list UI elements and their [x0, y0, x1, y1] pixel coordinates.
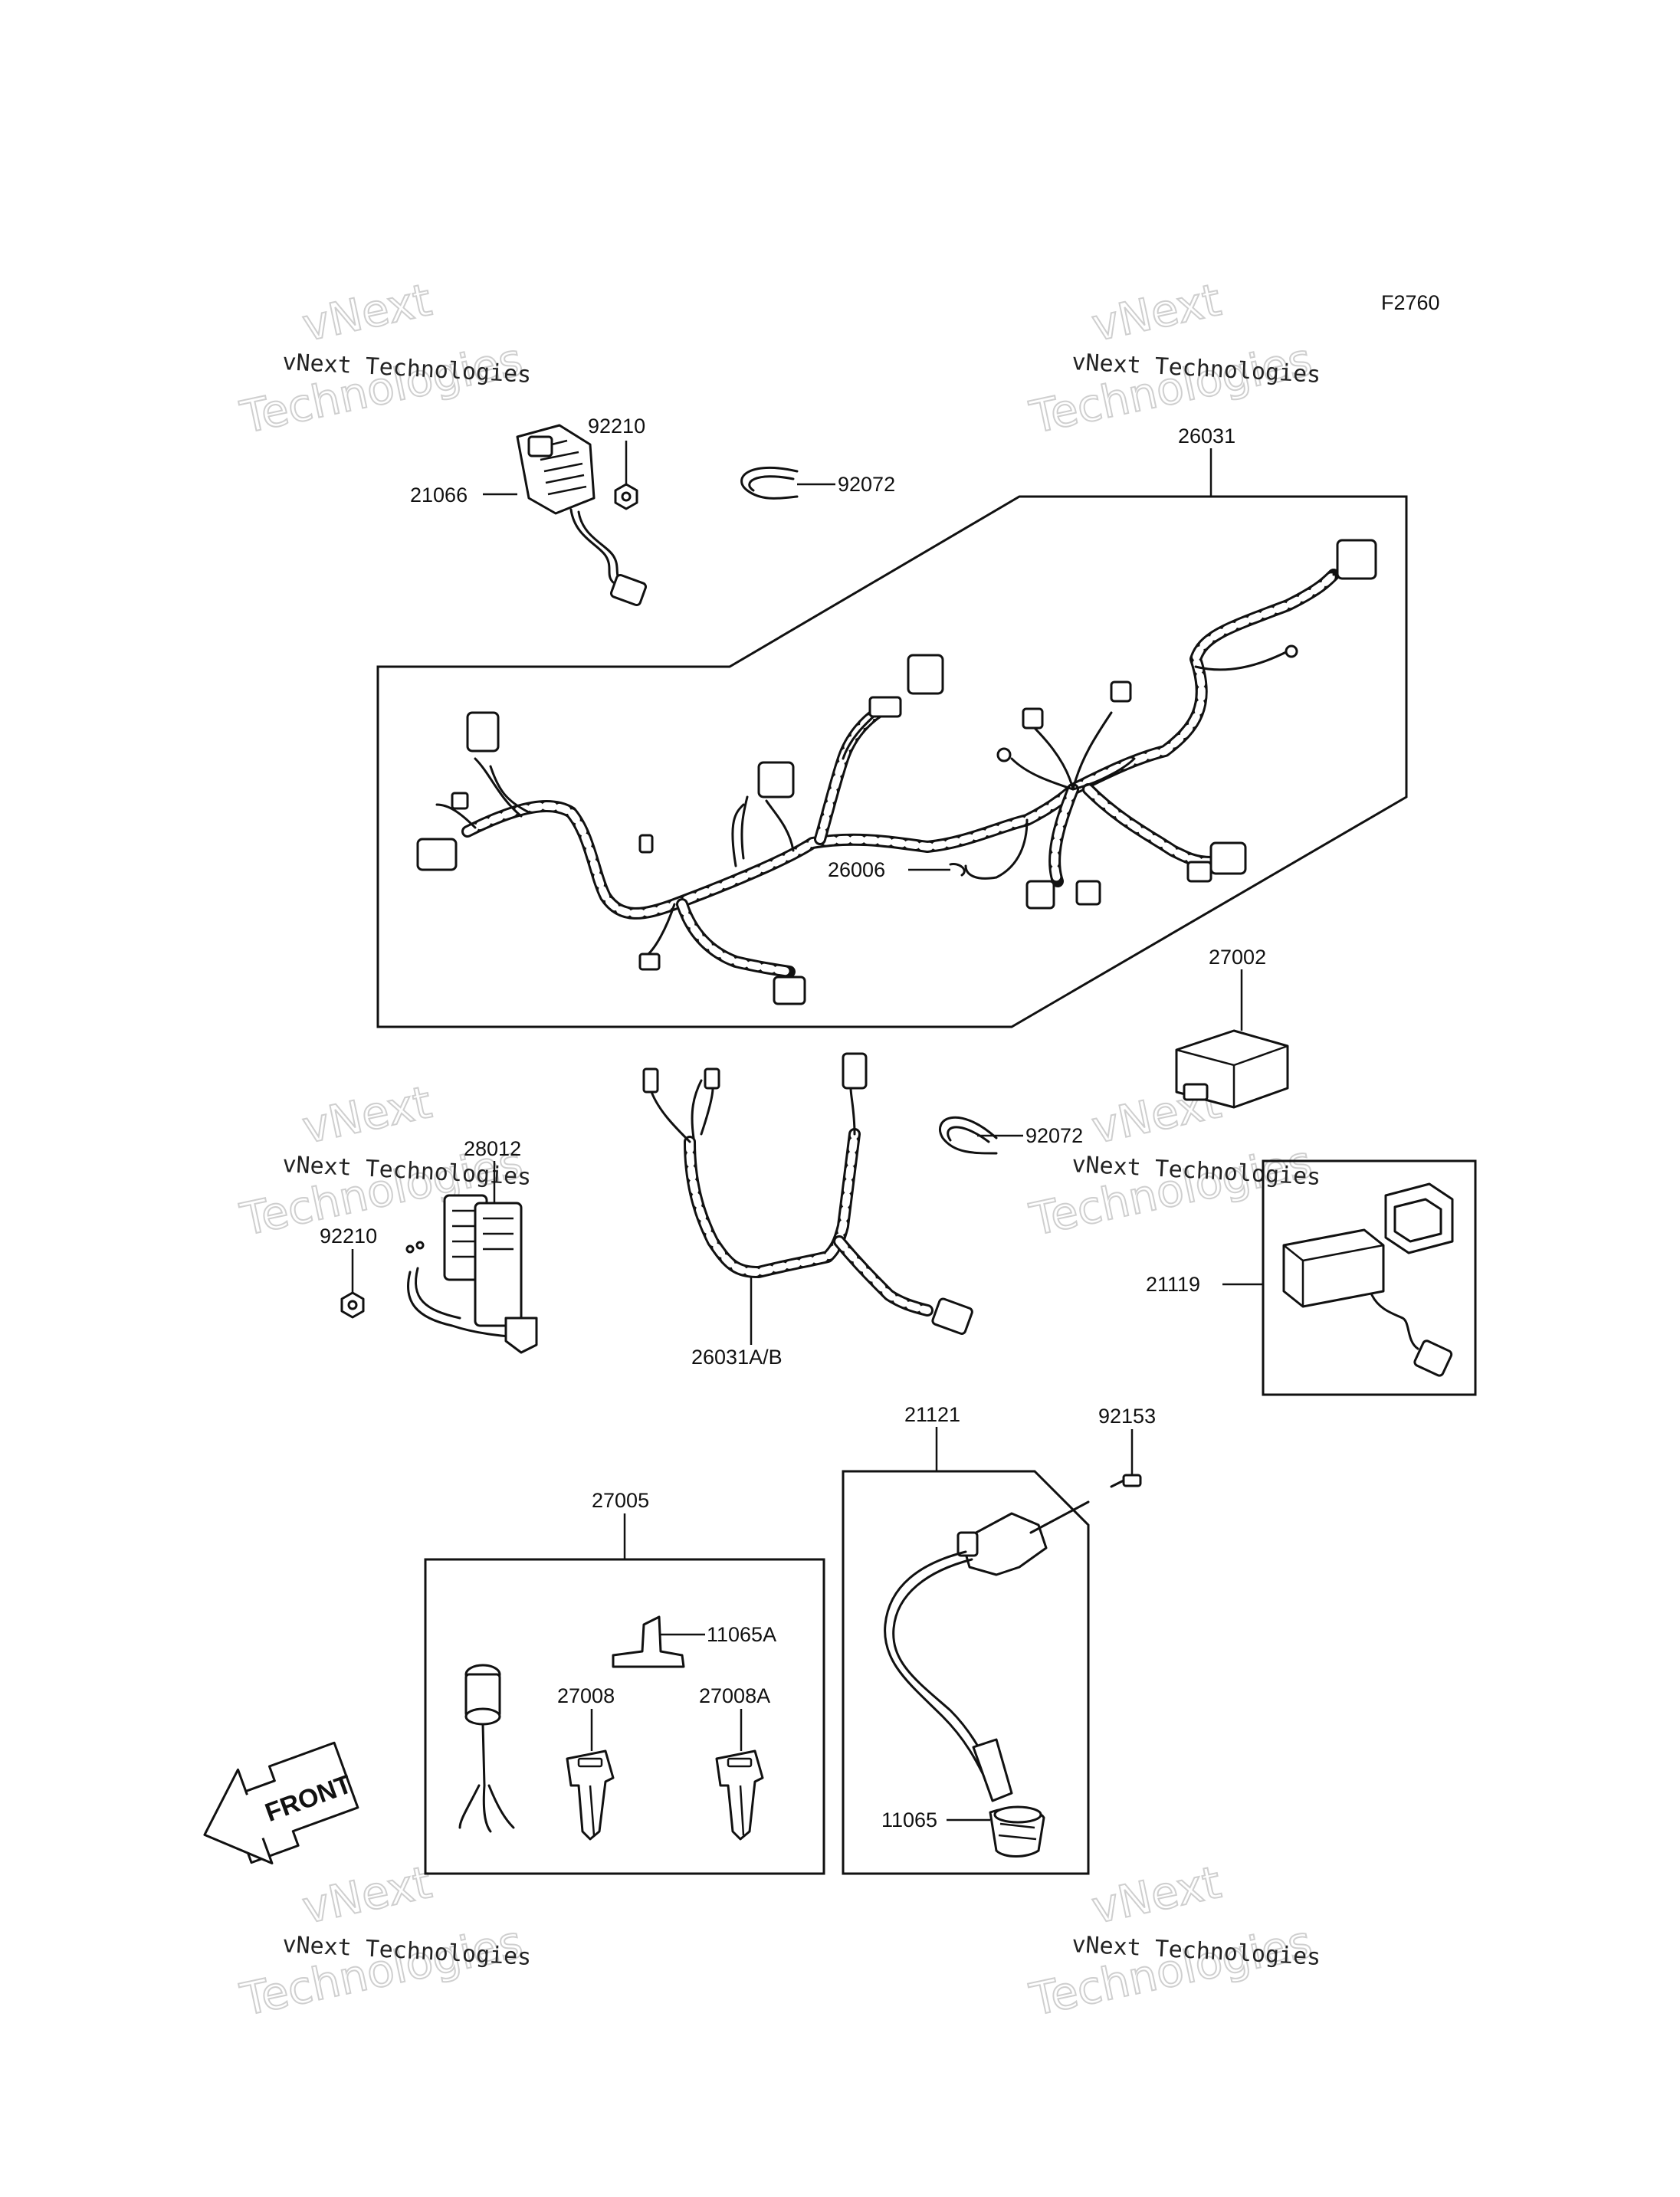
connector-h [1336, 539, 1377, 580]
connector-d [773, 976, 806, 1005]
connector-e [907, 654, 944, 695]
box-21119 [1262, 1159, 1477, 1396]
label-27008: 27008 [557, 1684, 615, 1707]
label-92210-top: 92210 [588, 415, 645, 438]
label-92210-mid: 92210 [320, 1225, 377, 1248]
nut-92210-mid [340, 1291, 365, 1319]
label-21066: 21066 [410, 484, 468, 507]
watermark-top-right: vNext Technologies vNext Technologies [1025, 273, 1321, 444]
watermark-bottom-left: vNext Technologies vNext Technologies [235, 1855, 532, 2027]
svg-text:Technologies: Technologies [236, 1916, 527, 2026]
unit-21119 [1282, 1182, 1454, 1377]
label-92072-top: 92072 [838, 473, 895, 496]
label-26031ab: 26031A/B [691, 1346, 783, 1369]
clip-26006 [949, 862, 966, 877]
main-harness-26031 [416, 539, 1377, 1005]
svg-text:vNext: vNext [298, 1076, 436, 1154]
watermark-bottom-right: vNext Technologies vNext Technologies [1025, 1855, 1321, 2027]
svg-text:Technologies: Technologies [1025, 333, 1317, 444]
key-cover-11065a [612, 1615, 685, 1668]
svg-text:vNext: vNext [298, 1856, 436, 1934]
label-28012: 28012 [464, 1137, 521, 1160]
svg-text:vNext: vNext [298, 274, 436, 352]
label-11065a: 11065A [707, 1623, 776, 1646]
box-21121 [842, 1470, 1090, 1875]
svg-text:vNext: vNext [1088, 274, 1226, 352]
label-26031: 26031 [1178, 425, 1235, 448]
ignition-switch [458, 1664, 515, 1833]
relay-27002 [1175, 1029, 1289, 1109]
label-27005: 27005 [592, 1489, 649, 1512]
band-92072-top [740, 466, 799, 500]
label-27008a: 27008A [699, 1684, 770, 1707]
watermark-mid-right: vNext Technologies vNext Technologies [1025, 1075, 1321, 1247]
svg-text:vNext: vNext [1088, 1856, 1226, 1934]
svg-text:Technologies: Technologies [1025, 1916, 1317, 2026]
sub-harness-26031ab [642, 1052, 973, 1335]
nut-92210-top [614, 483, 638, 510]
svg-text:Technologies: Technologies [1025, 1136, 1317, 1246]
plug-cap-11065 [989, 1805, 1045, 1858]
unit-28012 [405, 1194, 538, 1354]
label-92153: 92153 [1098, 1405, 1156, 1428]
connector-c [757, 761, 795, 798]
connector-f [1025, 880, 1055, 910]
regulator-21066 [516, 424, 648, 607]
connector-b [416, 838, 458, 871]
watermark-top-left: vNext Technologies vNext Technologies [235, 273, 532, 444]
connector-a [466, 711, 500, 753]
label-21119: 21119 [1146, 1273, 1200, 1296]
svg-text:Technologies: Technologies [236, 333, 527, 444]
screw-92153 [1110, 1474, 1142, 1488]
label-21121: 21121 [904, 1403, 960, 1426]
key-27008a [715, 1749, 764, 1841]
diagram-code: F2760 [1381, 291, 1440, 314]
label-92072-mid: 92072 [1025, 1124, 1083, 1147]
front-direction-arrow: FRONT [203, 1741, 359, 1864]
box-26031 [376, 495, 1408, 1028]
ignition-coil-21121 [884, 1500, 1090, 1802]
label-11065: 11065 [881, 1808, 937, 1831]
connector-g [1209, 841, 1247, 875]
label-26006: 26006 [828, 858, 885, 881]
label-27002: 27002 [1209, 946, 1266, 969]
key-27008 [566, 1749, 615, 1841]
